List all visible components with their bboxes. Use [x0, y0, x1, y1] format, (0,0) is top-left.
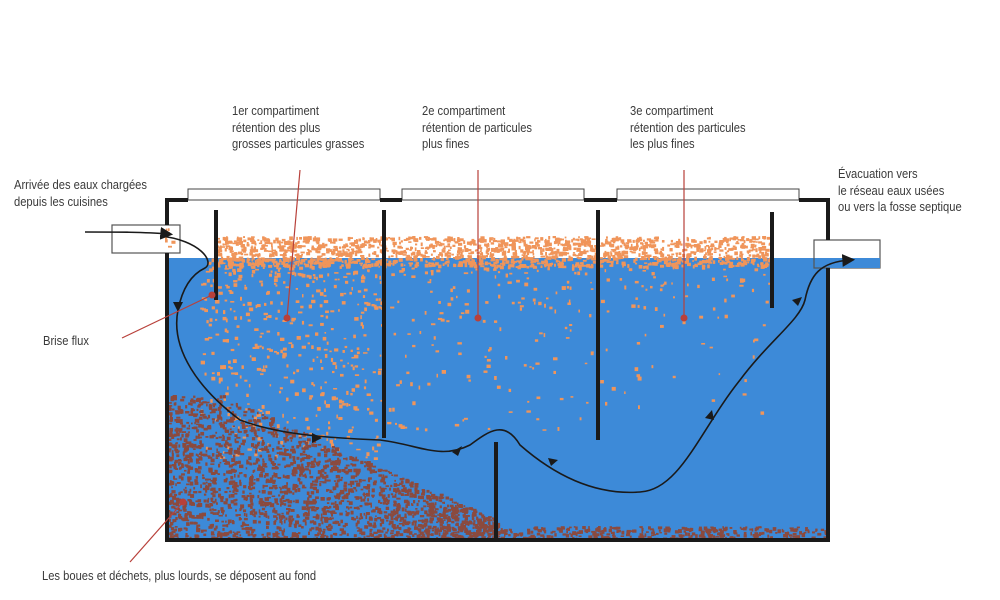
- label-outlet: Évacuation vers le réseau eaux usées ou …: [838, 166, 962, 216]
- label-line: ou vers la fosse septique: [838, 199, 962, 214]
- leader-c1: [286, 169, 301, 319]
- label-line: rétention des particules: [630, 119, 746, 135]
- label-line: 1er compartiment: [232, 103, 319, 118]
- baffles: [214, 210, 774, 540]
- label-line: rétention de particules: [422, 119, 533, 135]
- leader-sludge: [129, 501, 184, 563]
- label-line: Arrivée des eaux chargées: [14, 177, 148, 192]
- label-line: plus fines: [422, 136, 470, 151]
- leader-markers: [179, 291, 688, 506]
- label-line: Brise flux: [43, 333, 89, 348]
- sludge-layer: [168, 395, 830, 540]
- label-line: Les boues et déchets, plus lourds, se dé…: [42, 568, 317, 583]
- label-line: 3e compartiment: [630, 103, 714, 118]
- lid-1: [187, 188, 381, 201]
- label-compartment-2: 2e compartiment rétention de particules …: [422, 103, 532, 153]
- label-inlet: Arrivée des eaux chargées depuis les cui…: [14, 177, 147, 210]
- leader-lines: [121, 169, 685, 563]
- label-line: grosses particules grasses: [232, 136, 365, 151]
- label-sludge: Les boues et déchets, plus lourds, se dé…: [42, 568, 316, 585]
- leader-brise: [121, 294, 213, 339]
- label-compartment-3: 3e compartiment rétention des particules…: [630, 103, 746, 153]
- outlet-water: [830, 258, 880, 268]
- label-compartment-1: 1er compartiment rétention des plus gros…: [232, 103, 364, 153]
- inlet-pipe: [111, 224, 181, 254]
- lid-3: [616, 188, 800, 201]
- label-line: les plus fines: [630, 136, 695, 151]
- flow-arrowheads: [173, 297, 802, 466]
- label-line: 2e compartiment: [422, 103, 506, 118]
- label-line: le réseau eaux usées: [838, 182, 945, 198]
- label-brise-flux: Brise flux: [43, 333, 89, 350]
- label-line: Évacuation vers: [838, 166, 918, 181]
- label-line: depuis les cuisines: [14, 193, 108, 209]
- grease-layer: [165, 228, 773, 460]
- inflow-arrow: [84, 226, 174, 240]
- lid-2: [401, 188, 585, 201]
- label-line: rétention des plus: [232, 119, 321, 135]
